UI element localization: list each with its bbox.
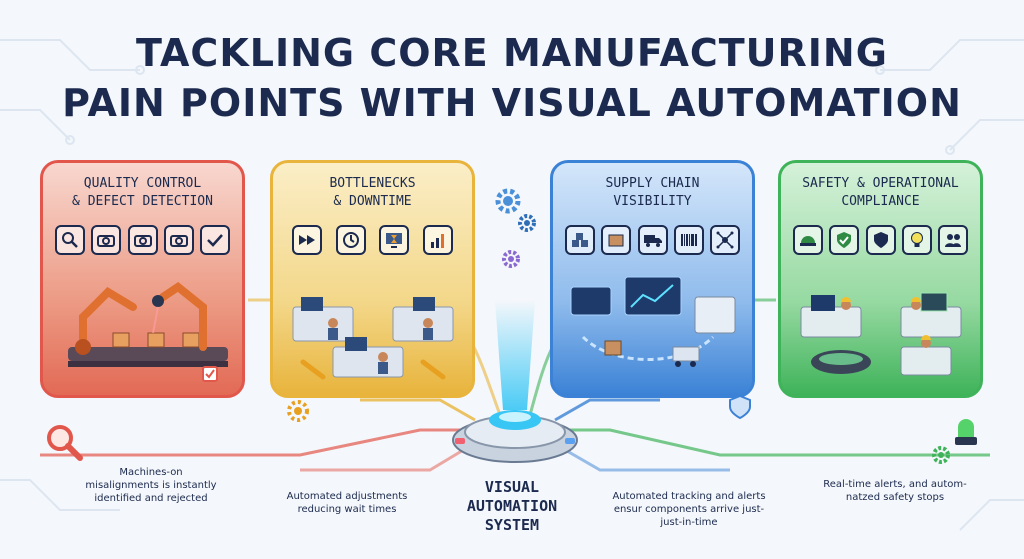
bar-chart-icon — [423, 225, 454, 255]
title-line-2: PAIN POINTS WITH VISUAL AUTOMATION — [62, 81, 962, 125]
panel-bottlenecks: BOTTLENECKS & DOWNTIME — [270, 160, 475, 398]
caption-bottleneck: Automated adjustments reducing wait time… — [286, 491, 408, 515]
shield-icon — [729, 394, 751, 420]
lightbulb-icon — [901, 225, 932, 255]
barcode-icon — [673, 225, 704, 255]
caption-safety: Real-time alerts, and autom- natzed safe… — [823, 479, 967, 503]
title-line-1: TACKLING CORE MANUFACTURING — [136, 31, 888, 75]
safety-workers-illustration — [800, 292, 962, 376]
panel-title: SAFETY & OPERATIONAL COMPLIANCE — [802, 176, 959, 209]
checkmark-icon — [200, 225, 230, 255]
clock-icon — [335, 225, 366, 255]
alert-light-icon — [955, 419, 977, 445]
gear-icon — [932, 446, 950, 464]
robot-arm-conveyor-illustration — [68, 282, 228, 382]
panel-title: BOTTLENECKS & DOWNTIME — [329, 176, 416, 209]
caption-supply: Automated tracking and alerts ensur comp… — [612, 491, 766, 528]
gear-icon — [495, 188, 521, 214]
caption-quality: Machines-on misalignments is instantly i… — [85, 467, 217, 504]
page-title: TACKLING CORE MANUFACTURING PAIN POINTS … — [0, 28, 1024, 128]
visual-automation-hub — [452, 300, 578, 463]
people-icon — [938, 225, 968, 255]
shield-icon — [865, 225, 896, 255]
monitor-hourglass-icon — [379, 225, 410, 255]
logistics-dashboard-illustration — [570, 276, 736, 367]
truck-icon — [637, 225, 668, 255]
hardhat-icon — [793, 225, 823, 255]
camera-icon — [127, 225, 158, 255]
hub-label: VISUAL AUTOMATION SYSTEM — [466, 478, 558, 534]
panel-supply-chain: SUPPLY CHAIN VISIBILITY — [550, 160, 755, 398]
camera-icon — [91, 225, 122, 255]
icon-row — [565, 225, 740, 259]
gear-icon — [287, 400, 309, 422]
panel-title: SUPPLY CHAIN VISIBILITY — [605, 176, 700, 209]
office-workstations-illustration — [292, 297, 454, 380]
box-icon — [601, 225, 632, 255]
fast-forward-icon — [291, 225, 322, 255]
magnifier-icon — [47, 425, 83, 461]
network-icon — [710, 225, 740, 255]
icon-row — [793, 225, 968, 259]
magnifier-icon — [55, 225, 85, 255]
icon-row — [55, 225, 230, 259]
icon-row — [285, 225, 460, 259]
shield-check-icon — [829, 225, 860, 255]
boxes-icon — [565, 225, 595, 255]
gear-icon — [518, 214, 536, 232]
camera-icon — [163, 225, 194, 255]
panel-quality-control: QUALITY CONTROL & DEFECT DETECTION — [40, 160, 245, 398]
gear-icon — [502, 250, 520, 268]
panel-title: QUALITY CONTROL & DEFECT DETECTION — [72, 176, 213, 209]
panel-safety-compliance: SAFETY & OPERATIONAL COMPLIANCE — [778, 160, 983, 398]
